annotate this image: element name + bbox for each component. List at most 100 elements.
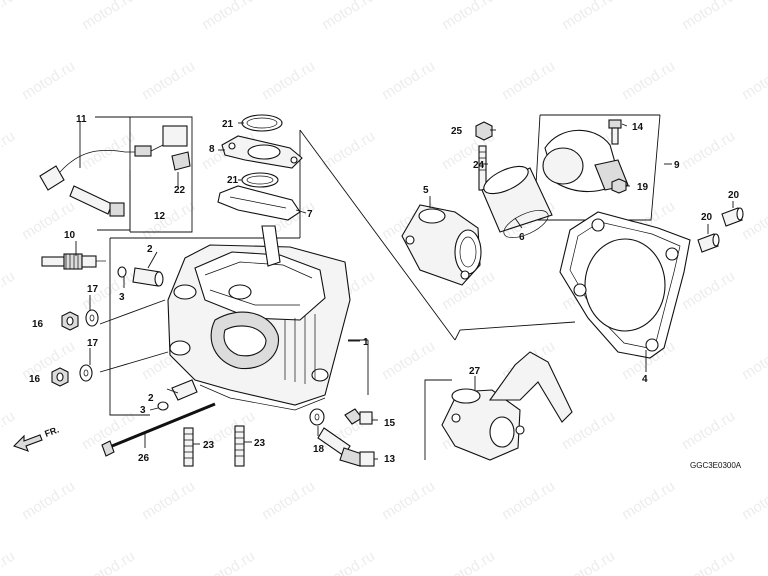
watermark-text: motod.ru	[259, 478, 318, 524]
callout-16: 16	[32, 319, 44, 330]
callout-9: 9	[674, 160, 680, 171]
dowel-20-upper	[721, 207, 744, 227]
watermark-text: motod.ru	[559, 548, 618, 576]
watermark-text: motod.ru	[379, 338, 438, 384]
callout-10: 10	[64, 230, 76, 241]
stud-bolt-23-right	[234, 425, 245, 467]
callout-26: 26	[138, 453, 150, 464]
watermark-text: motod.ru	[0, 0, 18, 33]
o-ring-21-top	[241, 114, 283, 132]
watermark-text: motod.ru	[19, 58, 78, 104]
callout-16: 16	[29, 374, 41, 385]
dowel-20-lower	[697, 233, 720, 253]
callout-21: 21	[227, 175, 239, 186]
callout-20: 20	[701, 212, 713, 223]
watermark-text: motod.ru	[499, 478, 558, 524]
bolt-26	[101, 402, 216, 457]
callout-17: 17	[87, 284, 99, 295]
dowel-pin-2-lower	[171, 379, 198, 401]
callout-11: 11	[76, 114, 87, 125]
insulator-8	[221, 135, 303, 169]
watermark-text: motod.ru	[139, 58, 198, 104]
callout-18: 18	[313, 444, 325, 455]
callout-12: 12	[154, 211, 166, 222]
watermark-text: motod.ru	[679, 408, 738, 454]
callout-25: 25	[451, 126, 463, 137]
watermark-text: motod.ru	[0, 268, 18, 314]
watermark-text: motod.ru	[0, 128, 18, 174]
watermark-text: motod.ru	[679, 268, 738, 314]
watermark-text: motod.ru	[739, 478, 768, 524]
gasket-7	[217, 185, 301, 221]
spark-plug-10	[41, 253, 106, 270]
watermark-text: motod.ru	[559, 0, 618, 33]
callout-24: 24	[473, 160, 485, 171]
watermark-text: motod.ru	[439, 548, 498, 576]
watermark-text: motod.ru	[319, 128, 378, 174]
o-ring-21-mid	[241, 172, 279, 188]
callout-13: 13	[384, 454, 396, 465]
callout-2: 2	[148, 393, 154, 404]
nut-16-upper	[61, 311, 79, 331]
cylinder-head	[167, 225, 351, 411]
washer-18	[309, 408, 325, 426]
watermark-text: motod.ru	[19, 478, 78, 524]
watermark-text: motod.ru	[679, 548, 738, 576]
callout-5: 5	[423, 185, 429, 196]
watermark-text: motod.ru	[379, 478, 438, 524]
watermark-text: motod.ru	[439, 0, 498, 33]
clip-22	[171, 151, 191, 171]
head-gasket-4	[559, 211, 691, 359]
sensor-15	[344, 408, 373, 425]
insulator-6	[481, 165, 553, 238]
watermark-text: motod.ru	[739, 338, 768, 384]
front-direction-arrow: FR.	[12, 425, 60, 452]
callout-14: 14	[632, 122, 644, 133]
direction-label: FR.	[43, 425, 60, 439]
watermark-text: motod.ru	[319, 0, 378, 33]
watermark-text: motod.ru	[79, 548, 138, 576]
callout-27: 27	[469, 366, 481, 377]
watermark-text: motod.ru	[379, 58, 438, 104]
watermark-text: motod.ru	[679, 0, 738, 33]
callout-1: 1	[363, 337, 369, 348]
callout-4: 4	[642, 374, 648, 385]
diagram-code: GGC3E0300A	[690, 461, 742, 470]
callout-3: 3	[119, 292, 125, 303]
nut-25	[475, 121, 493, 141]
screw-14	[608, 119, 622, 145]
watermark-text: motod.ru	[619, 478, 678, 524]
inlet-assembly-27	[441, 351, 573, 461]
watermark-text: motod.ru	[199, 0, 258, 33]
leader-lines	[75, 122, 734, 460]
o-ring-3-upper	[117, 266, 127, 278]
callout-15: 15	[384, 418, 396, 429]
callout-21: 21	[222, 119, 234, 130]
callout-20: 20	[728, 190, 740, 201]
callout-7: 7	[307, 209, 313, 220]
watermark-text: motod.ru	[199, 548, 258, 576]
o-ring-3-lower	[157, 401, 169, 411]
watermark-text: motod.ru	[19, 338, 78, 384]
dowel-pin-2-upper	[132, 267, 164, 287]
watermark-text: motod.ru	[139, 478, 198, 524]
washer-17-upper	[85, 309, 99, 327]
callout-19: 19	[637, 182, 649, 193]
callout-layer: 1223345678910111213141516161717181920202…	[29, 114, 740, 465]
nut-16-lower	[51, 367, 69, 387]
watermark-text: motod.ru	[739, 58, 768, 104]
watermark-text: motod.ru	[79, 0, 138, 33]
sensor-11	[39, 125, 188, 217]
callout-23: 23	[203, 440, 215, 451]
callout-23: 23	[254, 438, 266, 449]
watermark-text: motod.ru	[259, 58, 318, 104]
callout-22: 22	[174, 185, 186, 196]
callout-3: 3	[140, 405, 146, 416]
watermark-text: motod.ru	[319, 548, 378, 576]
callout-6: 6	[519, 232, 525, 243]
watermark-text: motod.ru	[0, 548, 18, 576]
watermark-text: motod.ru	[619, 58, 678, 104]
stud-bolt-23-left	[183, 427, 194, 467]
washer-17-lower	[79, 364, 93, 382]
